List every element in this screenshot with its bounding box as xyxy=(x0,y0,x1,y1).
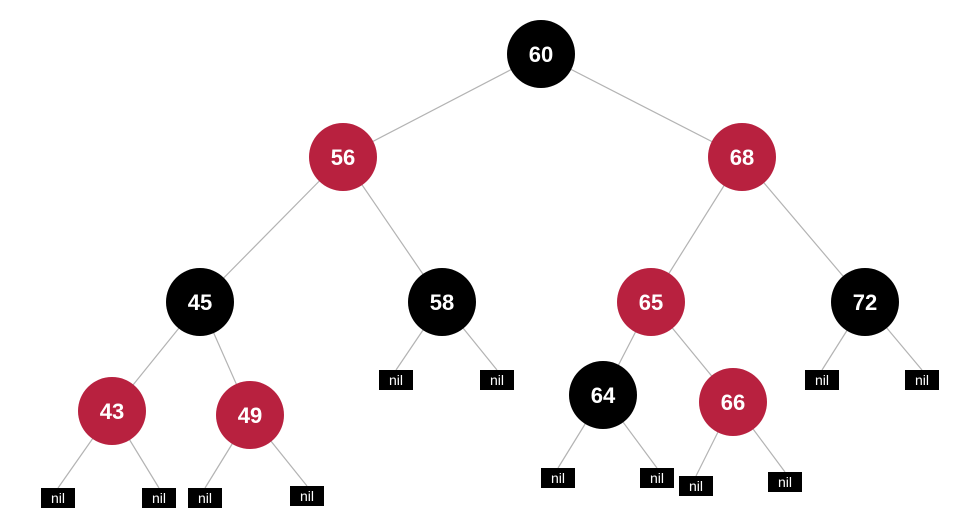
nil-label: nil xyxy=(650,470,664,486)
tree-node-65: 65 xyxy=(617,268,685,336)
tree-node-66: 66 xyxy=(699,368,767,436)
tree-node-43: 43 xyxy=(78,377,146,445)
nil-leaf: nil xyxy=(541,468,575,488)
nil-leaf: nil xyxy=(480,370,514,390)
nil-leaf: nil xyxy=(142,488,176,508)
nil-label: nil xyxy=(778,474,792,490)
nil-box xyxy=(379,370,413,390)
nil-leaf: nil xyxy=(640,468,674,488)
black-node-circle xyxy=(408,268,476,336)
nil-box xyxy=(41,488,75,508)
nil-box xyxy=(640,468,674,488)
tree-nodes: 60 56 68 45 58 65 72 43 49 64 66 xyxy=(78,20,899,449)
tree-node-72: 72 xyxy=(831,268,899,336)
black-node-circle xyxy=(166,268,234,336)
nil-box xyxy=(541,468,575,488)
nil-box xyxy=(480,370,514,390)
nil-leaf: nil xyxy=(188,488,222,508)
tree-node-56: 56 xyxy=(309,123,377,191)
nil-leaf: nil xyxy=(768,472,802,492)
tree-node-49: 49 xyxy=(216,381,284,449)
nil-leaf: nil xyxy=(805,370,839,390)
nil-leaves: nil nil nil nil nil nil nil nil nil nil nil nil xyxy=(41,370,939,508)
node-value-label: 65 xyxy=(639,290,663,315)
nil-label: nil xyxy=(551,470,565,486)
nil-box xyxy=(290,486,324,506)
nil-box xyxy=(679,476,713,496)
nil-label: nil xyxy=(51,490,65,506)
tree-node-68: 68 xyxy=(708,123,776,191)
tree-node-58: 58 xyxy=(408,268,476,336)
nil-label: nil xyxy=(689,478,703,494)
red-node-circle xyxy=(617,268,685,336)
red-node-circle xyxy=(309,123,377,191)
black-node-circle xyxy=(569,361,637,429)
nil-label: nil xyxy=(198,490,212,506)
node-value-label: 56 xyxy=(331,145,355,170)
node-value-label: 72 xyxy=(853,290,877,315)
nil-box xyxy=(805,370,839,390)
tree-node-64: 64 xyxy=(569,361,637,429)
nil-leaf: nil xyxy=(41,488,75,508)
black-node-circle xyxy=(507,20,575,88)
black-node-circle xyxy=(831,268,899,336)
nil-leaf: nil xyxy=(679,476,713,496)
edge-60-56 xyxy=(342,53,542,158)
node-value-label: 66 xyxy=(721,390,745,415)
nil-leaf: nil xyxy=(905,370,939,390)
nil-box xyxy=(142,488,176,508)
node-value-label: 43 xyxy=(100,399,124,424)
nil-leaf: nil xyxy=(290,486,324,506)
node-value-label: 68 xyxy=(730,145,754,170)
nil-box xyxy=(768,472,802,492)
edge-60-68 xyxy=(540,53,743,158)
nil-label: nil xyxy=(915,372,929,388)
nil-leaf: nil xyxy=(379,370,413,390)
nil-label: nil xyxy=(490,372,504,388)
node-value-label: 58 xyxy=(430,290,454,315)
nil-label: nil xyxy=(300,488,314,504)
node-value-label: 60 xyxy=(529,42,553,67)
nil-box xyxy=(188,488,222,508)
node-value-label: 45 xyxy=(188,290,212,315)
nil-label: nil xyxy=(152,490,166,506)
red-node-circle xyxy=(216,381,284,449)
tree-node-60: 60 xyxy=(507,20,575,88)
nil-label: nil xyxy=(389,372,403,388)
node-value-label: 49 xyxy=(238,403,262,428)
tree-node-45: 45 xyxy=(166,268,234,336)
red-node-circle xyxy=(78,377,146,445)
nil-label: nil xyxy=(815,372,829,388)
red-node-circle xyxy=(708,123,776,191)
red-node-circle xyxy=(699,368,767,436)
node-value-label: 64 xyxy=(591,383,616,408)
nil-box xyxy=(905,370,939,390)
